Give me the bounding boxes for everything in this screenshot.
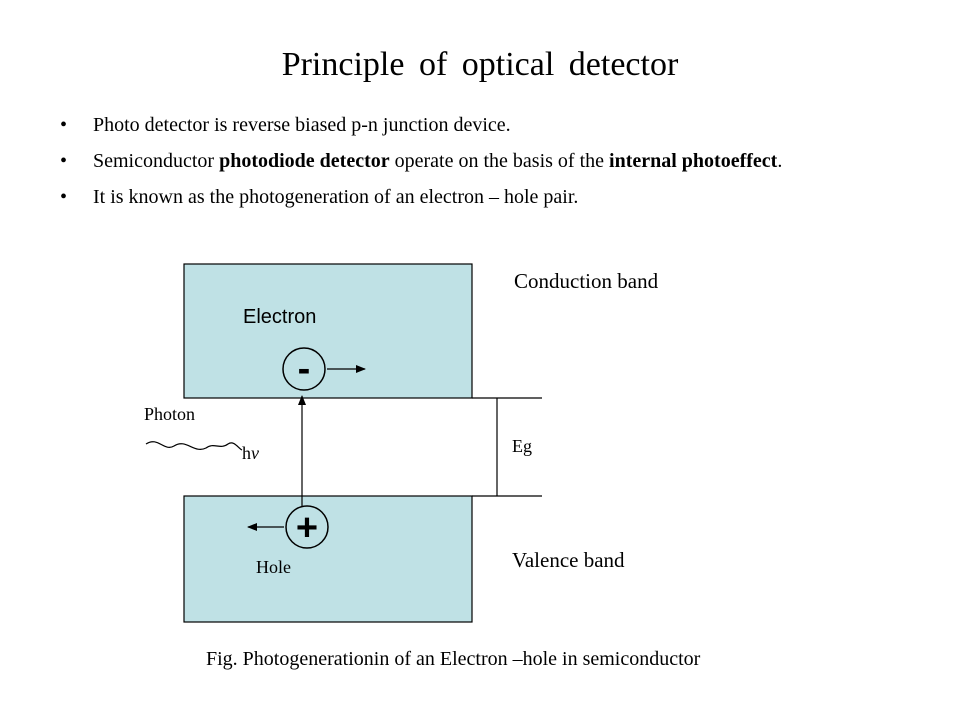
figure-caption: Fig. Photogenerationin of an Electron –h… — [206, 648, 701, 670]
bullet-dot: • — [60, 114, 68, 136]
energy-gap-label: Eg — [512, 436, 532, 456]
bullet-item-2: • Semiconductor photodiode detector oper… — [60, 148, 840, 174]
bullet-bold-term: photodiode detector — [219, 150, 390, 172]
photon-energy-h: h — [242, 443, 251, 463]
hole-symbol: + — [296, 507, 318, 549]
bullet-text: Photo detector is reverse biased p-n jun… — [93, 114, 511, 136]
valence-band-label: Valence band — [512, 548, 625, 572]
photon-energy-nu: ν — [251, 443, 259, 463]
bullet-dot: • — [60, 150, 68, 172]
bullet-text-part: Semiconductor — [93, 150, 220, 172]
valence-band-box — [183, 495, 473, 623]
bullet-text: It is known as the photogeneration of an… — [93, 186, 579, 208]
bullet-dot: • — [60, 186, 68, 208]
bullet-list: • Photo detector is reverse biased p-n j… — [60, 112, 840, 220]
hole-circle — [285, 505, 329, 549]
photon-energy: hν — [242, 443, 259, 463]
bullet-item-3: • It is known as the photogeneration of … — [60, 184, 840, 210]
bullet-item-1: • Photo detector is reverse biased p-n j… — [60, 112, 840, 138]
electron-circle — [282, 347, 326, 391]
electron-symbol: - — [298, 348, 311, 390]
bullet-text-part: . — [777, 150, 783, 172]
hole-label: Hole — [256, 557, 291, 577]
photon-wave — [145, 441, 243, 451]
bullet-text-part: operate on the basis of the — [389, 150, 610, 172]
slide-title: Principle of optical detector — [281, 46, 679, 83]
conduction-band-label: Conduction band — [514, 269, 659, 293]
photon-label: Photon — [144, 404, 195, 424]
electron-label: Electron — [243, 306, 316, 328]
bullet-bold-term: internal photoeffect — [609, 150, 778, 172]
conduction-band-box — [183, 263, 473, 399]
